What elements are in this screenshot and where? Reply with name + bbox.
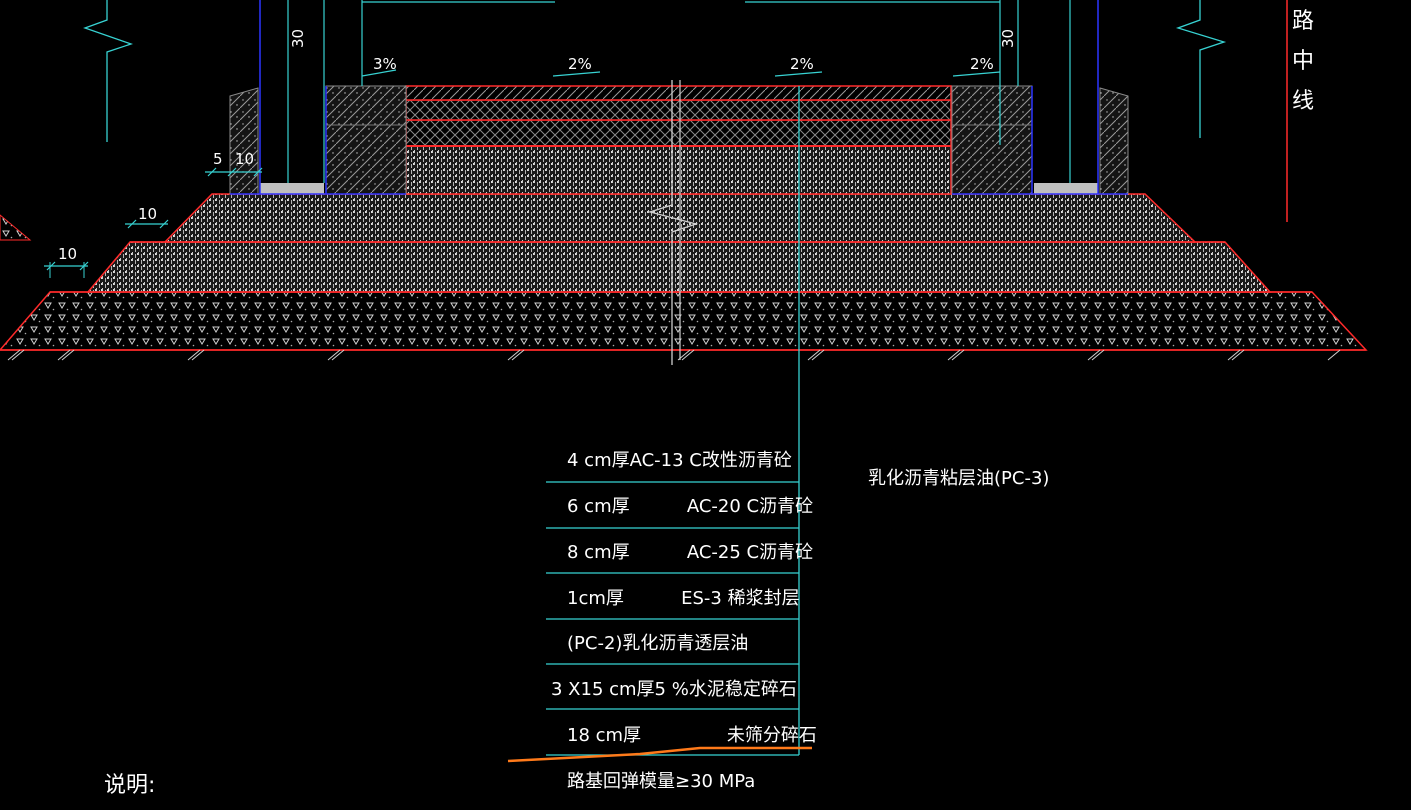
left-curb (229, 0, 555, 195)
slope-label-1: 3% (373, 55, 397, 73)
tack-coat-note: 乳化沥青粘层油(PC-3) (868, 468, 1049, 489)
road-center-line: 路 中 线 (1286, 0, 1314, 222)
dim-30-right: 30 (999, 29, 1017, 48)
layer-row-1: 4 cm厚AC-13 C改性沥青砼 (567, 450, 792, 471)
dimension-marks: 30 30 5 10 10 10 (44, 29, 1017, 278)
layer-row-5: (PC-2)乳化沥青透层油 (567, 633, 748, 654)
break-lines (83, 0, 1227, 365)
notes-label: 说明: (104, 773, 155, 798)
layer-row-4: 1cm厚 ES-3 稀浆封层 (567, 588, 800, 609)
subgrade-modulus-note: 路基回弹模量≥30 MPa (567, 771, 755, 792)
dim-10-b: 10 (138, 205, 157, 223)
dim-10-a: 10 (235, 150, 254, 168)
slope-label-3: 2% (790, 55, 814, 73)
layer-row-3: 8 cm厚 AC-25 C沥青砼 (567, 542, 813, 563)
layer-row-7: 18 cm厚 未筛分碎石 (567, 725, 817, 746)
asphalt-layers (405, 85, 952, 147)
layer-legend: 4 cm厚AC-13 C改性沥青砼 6 cm厚 AC-20 C沥青砼 8 cm厚… (507, 86, 1049, 792)
slope-label-4: 2% (970, 55, 994, 73)
slope-label-2: 2% (568, 55, 592, 73)
crushed-stone-layer (50, 145, 1312, 293)
dim-5: 5 (213, 150, 223, 168)
center-label-char-2: 中 (1292, 49, 1314, 74)
layer-row-2: 6 cm厚 AC-20 C沥青砼 (567, 496, 813, 517)
dim-30-left: 30 (289, 29, 307, 48)
center-label-char-3: 线 (1292, 89, 1314, 114)
layer-row-6: 3 X15 cm厚5 %水泥稳定碎石 (551, 679, 797, 700)
dim-10-c: 10 (58, 245, 77, 263)
center-label-char-1: 路 (1292, 9, 1314, 34)
slope-annotations: 3% 2% 2% 2% (361, 55, 1001, 77)
